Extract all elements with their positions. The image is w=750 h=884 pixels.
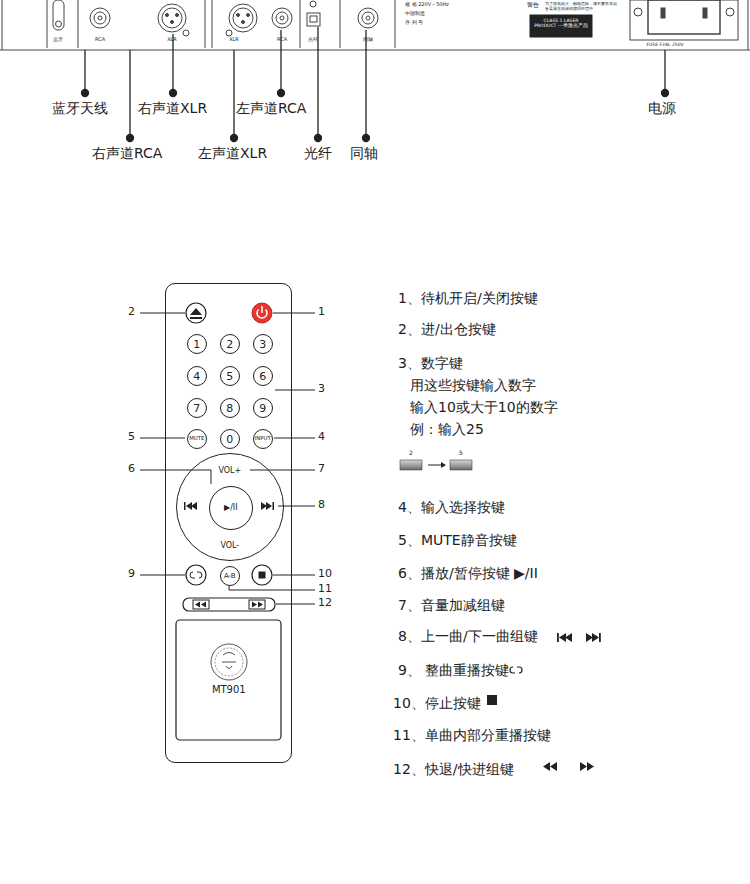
key-digit: 5 [459,450,463,457]
warning-title: 警告 [527,2,539,9]
port-label: XLR [167,37,177,43]
legend-item: 8、上一曲/下一曲组键 [398,628,538,644]
nav-ring: VOL+ VOL- ▶/II [176,453,284,561]
spec-text: 中国制造 [405,11,425,17]
spec-text: 规 格 220V～50Hz [405,2,449,8]
remote-button: MUTE [187,429,207,449]
callout-number: 6 [128,463,135,476]
legend-note: 输入10或大于10的数字 [410,399,558,415]
remote-parts [176,303,281,740]
port-label: 同轴 [363,37,373,43]
remote-button: 4 [187,366,207,386]
list-icons [487,633,601,771]
remote-button: 5 [220,366,240,386]
button-text: 9 [259,402,266,413]
part-name: 电源 [648,100,676,116]
legend-item: 12、快退/快进组键 [393,761,514,777]
callout-number: 11 [318,583,332,596]
callout-number: 8 [318,499,325,512]
legend-item: 2、进/出仓按键 [398,321,496,337]
play-button: ▶/II [209,486,253,530]
legend-item: 5、MUTE静音按键 [398,532,517,548]
port-label: 蓝牙 [53,37,63,43]
part-name: 右声道RCA [92,145,162,161]
callout-number: 9 [128,568,135,581]
legend-item: 3、数字键 [398,355,463,371]
button-text: 8 [226,402,233,413]
callout-lines [140,313,315,604]
laser-label: CLASS 1 LASER PRODUCT 一类激光产品 [533,18,589,28]
leader-lines [82,27,669,142]
button-text: VOL- [220,542,239,550]
port-label: XLR [229,37,239,43]
legend-item: 4、输入选择按键 [398,499,505,515]
part-name: 蓝牙天线 [52,100,108,116]
key-digit: 2 [409,450,413,457]
key-example [400,460,472,470]
button-text: 2 [226,338,233,349]
button-text: ▶/II [224,504,238,512]
part-name: 右声道XLR [138,100,207,116]
button-text: MUTE [189,436,204,441]
legend-item: 10、停止按键 [393,695,481,711]
remote-button: 3 [253,334,273,354]
remote-body: MT901 1 2 3 4 5 6 7 8 9MUTE 0 INPUT VOL+ VOL- ▶/II A-B [165,283,292,763]
button-text: A-B [224,572,236,579]
button-text: 5 [226,370,233,381]
remote-button: INPUT [253,429,273,449]
button-text: INPUT [255,436,271,441]
port-label: 光纤 [308,37,318,43]
part-name: 左声道XLR [198,145,267,161]
remote-button: 7 [187,398,207,418]
legend-item: 1、待机开启/关闭按键 [398,290,538,306]
port-label: RCA [95,37,105,43]
part-name: 同轴 [350,145,378,161]
button-text: 4 [193,370,200,381]
legend-note: 用这些按键输入数字 [410,377,536,393]
button-text: 6 [259,370,266,381]
part-name: 光纤 [304,145,332,161]
remote-button: 6 [253,366,273,386]
button-text: MT901 [212,685,246,695]
callout-number: 12 [318,597,332,610]
part-name: 左声道RCA [236,100,306,116]
legend-item: 9、 整曲重播按键 [398,662,509,678]
warning-text: 为了降低起火、触电危险，请不要将本设备暴露在雨淋或潮湿环境中 [545,2,620,11]
port-label: RCA [277,37,287,43]
remote-button: A-B [220,566,240,586]
remote-button: 2 [220,334,240,354]
rear-panel [0,0,750,50]
button-text: VOL+ [218,467,241,475]
callout-number: 5 [128,431,135,444]
callout-number: 7 [318,463,325,476]
button-text: 1 [193,338,200,349]
callout-number: 10 [318,568,332,581]
callout-number: 3 [318,383,325,396]
button-text: 3 [259,338,266,349]
legend-item: 11、单曲内部分重播按键 [393,727,551,743]
remote-button: 0 [220,429,240,449]
remote-button: 1 [187,334,207,354]
callout-number: 1 [318,306,325,319]
legend-item: 6、播放/暂停按键 ▶/II [398,565,538,581]
fuse-text: FUSE F2AL 250V [646,42,683,47]
remote-button: 8 [220,398,240,418]
spec-text: 序 列 号 [405,20,423,26]
button-text: 0 [226,433,233,444]
button-text: 7 [193,402,200,413]
callout-number: 2 [128,306,135,319]
callout-number: 4 [318,431,325,444]
legend-note: 例：输入25 [410,421,484,437]
remote-button: 9 [253,398,273,418]
legend-item: 7、音量加减组键 [398,597,505,613]
